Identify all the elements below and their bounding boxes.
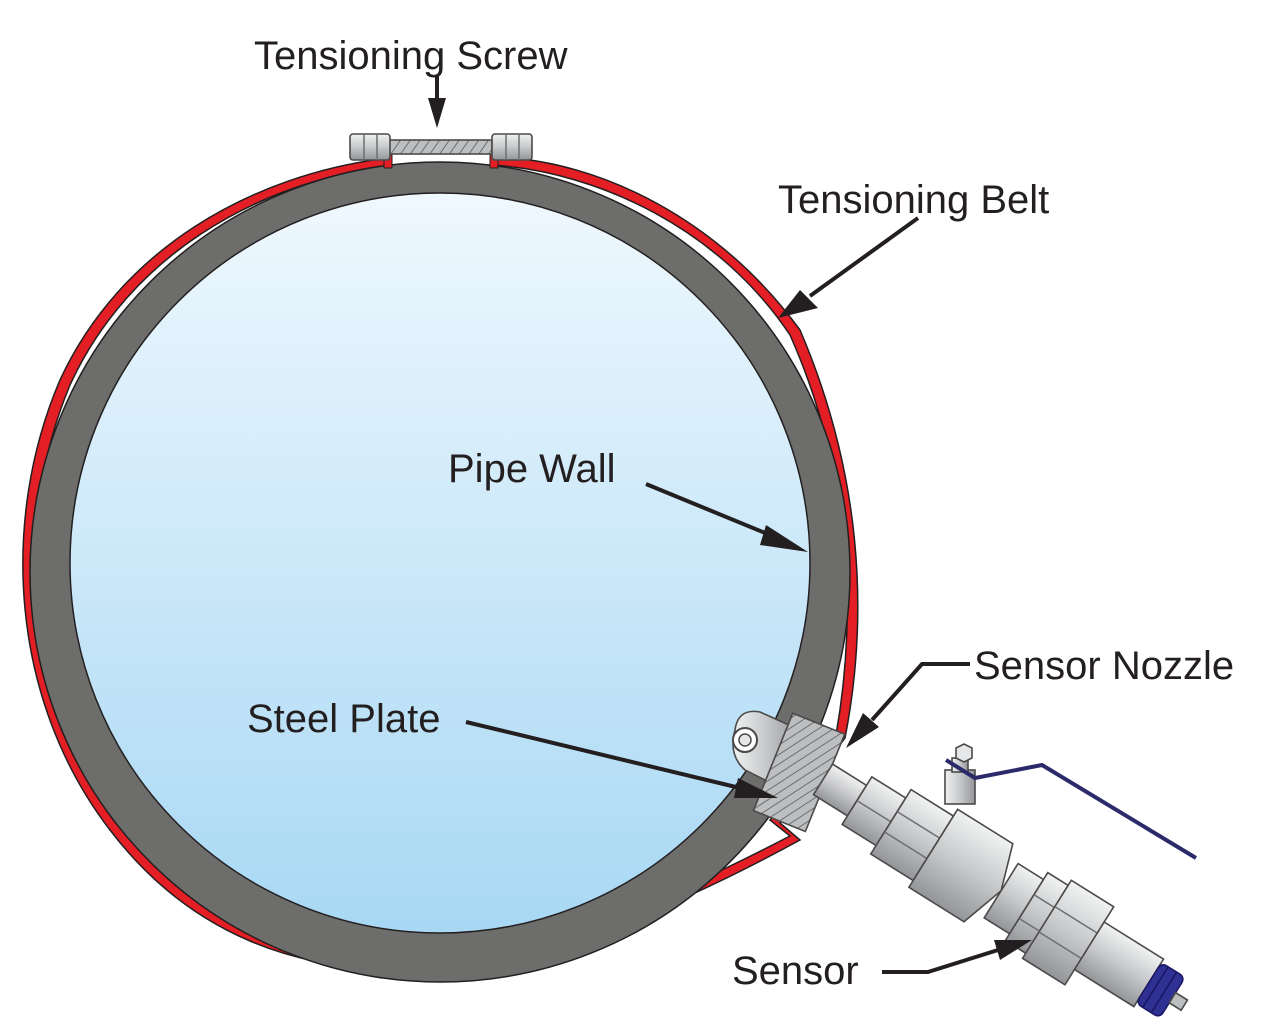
label-pipe-wall: Pipe Wall xyxy=(448,447,615,491)
label-sensor: Sensor xyxy=(732,949,859,993)
sensor-cable xyxy=(944,758,1198,860)
label-steel-plate: Steel Plate xyxy=(247,697,440,741)
sensor-assembly xyxy=(732,710,1198,1017)
label-sensor-nozzle: Sensor Nozzle xyxy=(974,644,1234,688)
leader-pipe-wall xyxy=(645,482,808,552)
leader-sensor-nozzle xyxy=(846,662,970,748)
leader-tensioning-belt xyxy=(778,216,920,318)
label-tensioning-screw: Tensioning Screw xyxy=(254,34,568,78)
leader-sensor xyxy=(882,940,1032,974)
screw-thread xyxy=(387,139,493,155)
label-tensioning-belt: Tensioning Belt xyxy=(778,178,1049,222)
sensor-nozzle xyxy=(812,763,1189,1017)
nut-right xyxy=(491,133,533,161)
leader-tensioning-screw xyxy=(428,76,446,128)
leader-steel-plate xyxy=(465,720,778,798)
pipe-interior xyxy=(69,192,811,934)
tensioning-screw-assembly xyxy=(349,133,533,169)
nut-left xyxy=(349,133,391,161)
